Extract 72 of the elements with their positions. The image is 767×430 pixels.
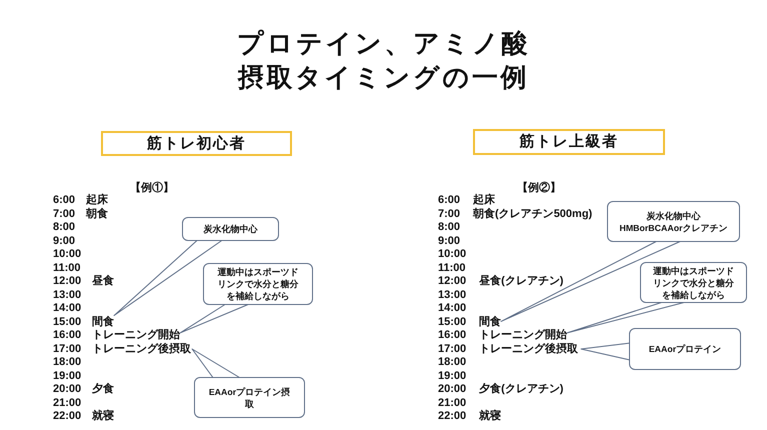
callout-text: 運動中はスポーツドリンクで水分と糖分を補給しながら: [652, 264, 735, 300]
time-label: 13:00: [438, 288, 466, 302]
time-label: 9:00: [53, 234, 76, 248]
time-label: 7:00: [53, 208, 76, 220]
time-label: 16:00: [438, 329, 466, 342]
callout-bubble: [629, 328, 741, 370]
time-label: 11:00: [53, 262, 81, 274]
activity-label: 朝食: [86, 208, 108, 220]
callout-text: EAAorプロテイン摂取: [208, 386, 292, 410]
activity-label: トレーニング開始: [92, 329, 180, 342]
time-label: 16:00: [53, 329, 82, 342]
time-label: 6:00: [438, 194, 460, 207]
callout-tail: [180, 304, 249, 334]
time-label: 22:00: [53, 410, 82, 423]
callout-bubble: [607, 201, 740, 242]
activity-label: トレーニング開始: [479, 329, 568, 342]
time-label: 12:00: [53, 275, 82, 288]
callout-text: EAAorプロテイン: [648, 343, 722, 355]
activity-label: 間食: [92, 316, 114, 328]
time-label: 8:00: [438, 221, 460, 234]
time-label: 19:00: [438, 370, 466, 382]
time-label: 12:00: [438, 275, 466, 288]
time-label: 10:00: [438, 248, 466, 261]
section-heading: 筋トレ上級者: [520, 133, 618, 151]
activity-label: 就寝: [479, 410, 502, 423]
callout-text: 運動中はスポーツドリンクで水分と糖分を補給しながら: [216, 266, 300, 302]
callout-text: 炭水化物中心: [204, 223, 258, 235]
time-label: 11:00: [438, 262, 466, 274]
callout-text: HMBorBCAAorクレアチン: [619, 222, 728, 234]
header-frame: [473, 129, 665, 155]
time-label: 7:00: [438, 208, 460, 220]
section-heading: 筋トレ初心者: [147, 134, 246, 152]
time-label: 17:00: [438, 342, 466, 356]
activity-label: 朝食(クレアチン500mg): [473, 208, 592, 220]
time-label: 20:00: [438, 383, 466, 396]
activity-label: 夕食(クレアチン): [479, 383, 564, 396]
activity-label: 昼食(クレアチン): [479, 275, 564, 288]
callout-bubble: [640, 262, 747, 303]
time-label: 6:00: [53, 194, 76, 207]
time-label: 10:00: [53, 248, 82, 261]
time-label: 17:00: [53, 342, 82, 356]
activity-label: トレーニング後摂取: [92, 342, 192, 356]
activity-label: トレーニング後摂取: [479, 342, 578, 356]
time-label: 15:00: [438, 316, 466, 328]
activity-label: 昼食: [92, 275, 114, 288]
time-label: 22:00: [438, 410, 466, 423]
title: プロテイン、アミノ酸摂取タイミングの一例: [236, 27, 531, 94]
time-label: 13:00: [53, 288, 82, 302]
header-frame: [101, 131, 292, 156]
time-label: 14:00: [53, 302, 82, 315]
callout-bubble: [203, 263, 313, 305]
activity-label: 夕食: [92, 383, 114, 396]
time-label: 18:00: [53, 356, 82, 369]
activity-label: 就寝: [92, 410, 114, 423]
time-label: 15:00: [53, 316, 82, 328]
time-label: 8:00: [53, 221, 76, 234]
callout-bubble: [182, 217, 279, 241]
callout-text: 炭水化物中心: [646, 210, 700, 222]
time-label: 14:00: [438, 302, 466, 315]
example-label: 【例②】: [517, 182, 561, 195]
time-label: 21:00: [438, 396, 466, 410]
time-label: 20:00: [53, 383, 82, 396]
time-label: 21:00: [53, 396, 82, 410]
example-label: 【例①】: [130, 182, 174, 195]
time-label: 9:00: [438, 234, 460, 248]
time-label: 18:00: [438, 356, 466, 369]
activity-label: 起床: [473, 194, 496, 207]
time-label: 19:00: [53, 370, 82, 382]
activity-label: 起床: [86, 194, 108, 207]
callout-tail: [580, 342, 630, 360]
callout-bubble: [194, 377, 305, 418]
activity-label: 間食: [479, 316, 502, 328]
